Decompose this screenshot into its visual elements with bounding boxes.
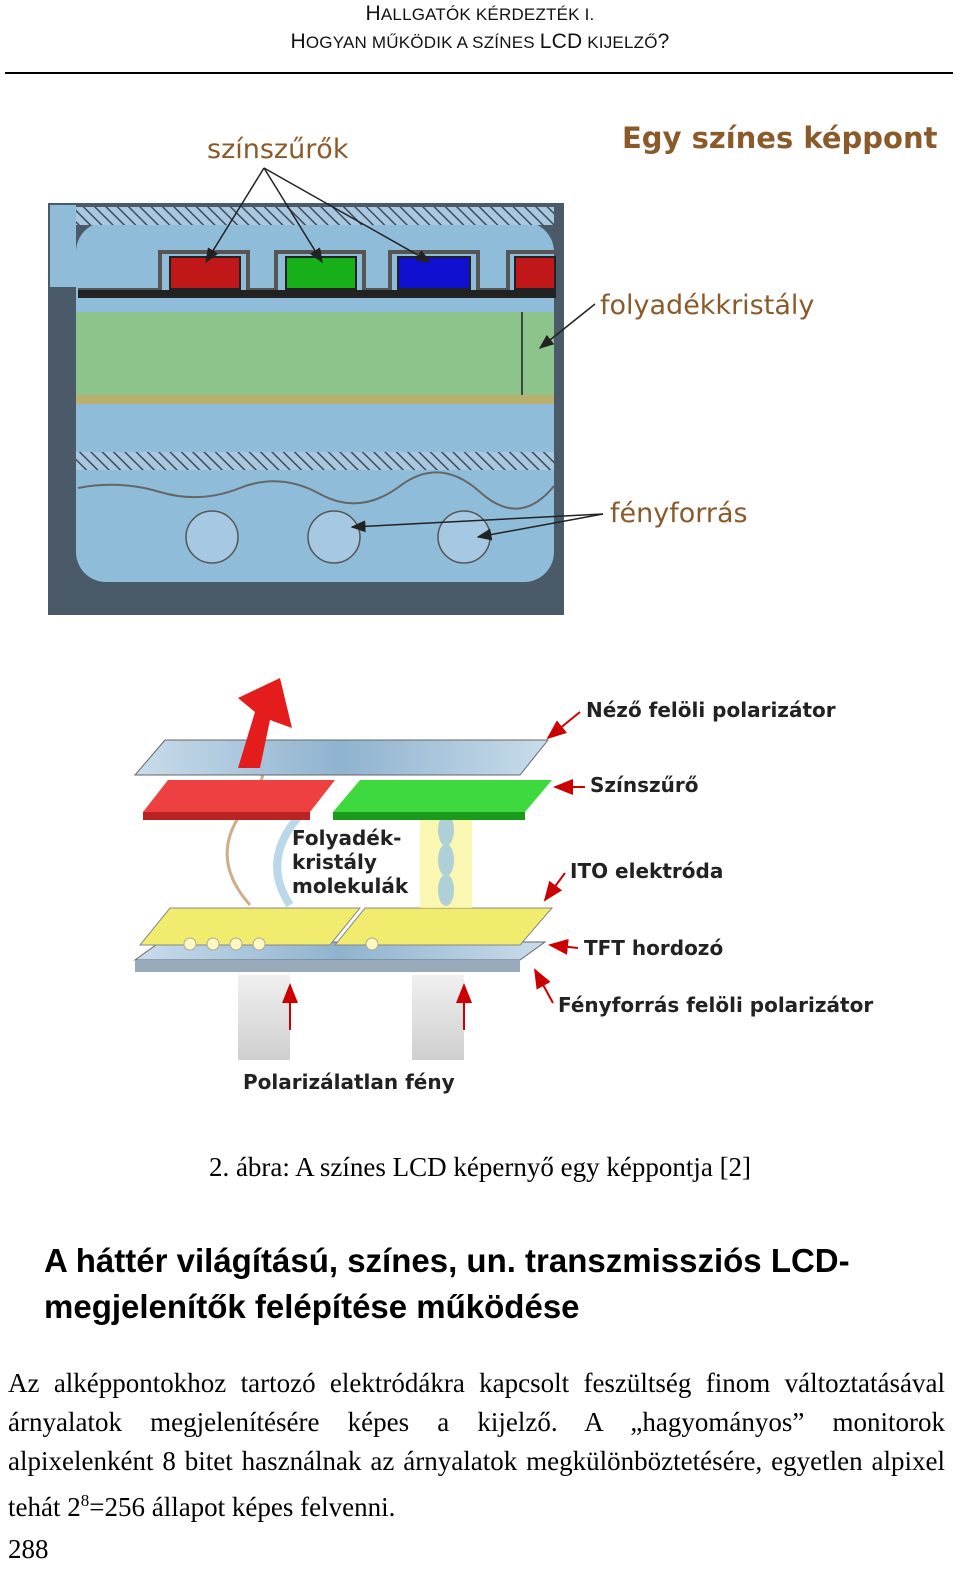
figure-caption: 2. ábra: A színes LCD képernyő egy képpo…: [0, 1152, 960, 1183]
label-light: fényforrás: [610, 498, 748, 529]
heading-line-2: megjelenítők felépítése működése: [44, 1284, 944, 1330]
lamp-3: [438, 511, 490, 563]
label-ito: ITO elektróda: [570, 859, 723, 883]
lamp-2: [308, 511, 360, 563]
filter-blue: [398, 257, 470, 289]
running-header-line2: HOGYAN MŰKÖDIK A SZÍNES LCD KIJELZŐ?: [0, 30, 960, 54]
bottom-glass: [76, 452, 554, 470]
body-paragraph: Az alképpontokhoz tartozó elektródákra k…: [8, 1364, 945, 1527]
label-lc-molecules-1: Folyadék-: [292, 826, 401, 850]
header2-part: H: [290, 30, 305, 53]
lcd-cross-section-figure: Egy színes képpont színszűrők folyadékkr…: [0, 100, 960, 630]
label-unpolarized: Polarizálatlan fény: [243, 1070, 455, 1094]
filter-red-partial: [515, 257, 555, 289]
heading-line-1: A háttér világítású, színes, un. transzm…: [44, 1238, 944, 1284]
beam-left: [238, 975, 290, 1060]
color-filter-red: [143, 780, 335, 812]
lamp-1: [186, 511, 238, 563]
top-glass: [76, 207, 554, 225]
header-rule: [5, 72, 953, 74]
beam-right: [412, 975, 464, 1060]
side-strip: [50, 205, 76, 287]
paragraph-text-end: =256 állapot képes felvenni.: [89, 1492, 395, 1522]
label-front-polarizer: Néző felöli polarizátor: [586, 698, 836, 722]
header2-part: LCD: [540, 30, 583, 53]
header2-part: KIJELZŐ: [582, 33, 657, 52]
section-heading: A háttér világítású, színes, un. transzm…: [44, 1238, 944, 1330]
label-color-filter: Színszűrő: [590, 773, 699, 797]
header2-part: OGYAN MŰKÖDIK A SZÍNES: [306, 33, 540, 52]
header-rest: ALLGATÓK KÉRDEZTÉK I.: [381, 5, 595, 24]
lc-molecules-right: [438, 814, 454, 906]
electrode-layer: [76, 395, 554, 404]
lc-layer: [76, 312, 554, 396]
label-lc-molecules-2: kristály: [292, 850, 377, 874]
front-polarizer: [135, 740, 548, 775]
tft-plate-left: [140, 908, 360, 945]
header-cap: H: [366, 2, 381, 25]
filter-red: [170, 257, 240, 289]
label-filters: színszűrők: [207, 134, 349, 165]
running-header-line1: HALLGATÓK KÉRDEZTÉK I.: [0, 2, 960, 26]
header2-part: ?: [658, 30, 670, 53]
label-lc: folyadékkristály: [600, 290, 814, 321]
page-number: 288: [8, 1534, 49, 1565]
lcd-exploded-figure: Néző felöli polarizátor Színszűrő ITO el…: [0, 660, 960, 1105]
figure-title: Egy színes képpont: [622, 121, 938, 155]
label-tft: TFT hordozó: [584, 936, 723, 960]
label-lc-molecules-3: molekulák: [292, 874, 409, 898]
color-filter-green: [333, 780, 552, 812]
exponent: 8: [81, 1491, 90, 1510]
back-polarizer-edge: [135, 960, 520, 972]
label-back-polarizer: Fényforrás felöli polarizátor: [558, 993, 873, 1017]
black-matrix: [78, 290, 556, 298]
